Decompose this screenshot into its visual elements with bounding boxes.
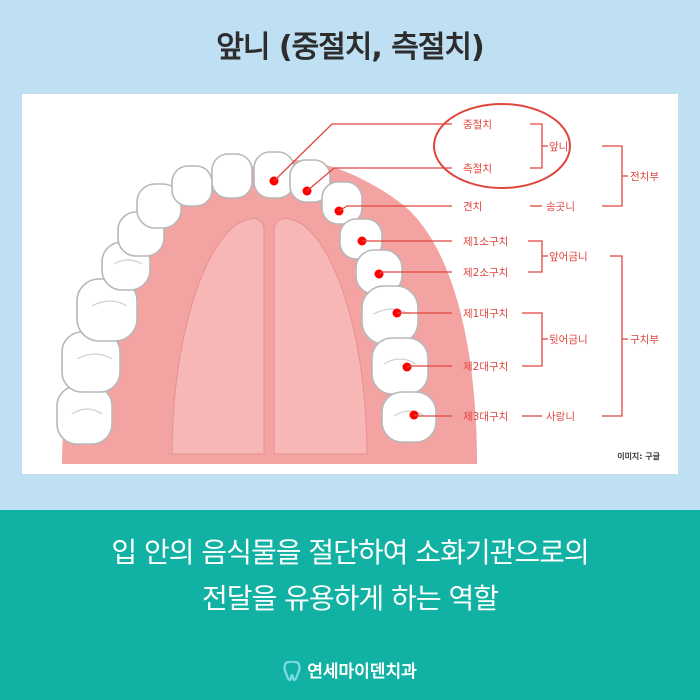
label-third-molar: 제3대구치 — [463, 411, 508, 423]
dental-arch-diagram: 중절치 측절치 견치 제1소구치 제2소구치 제1대구치 제2대구치 제3대구치 — [56, 103, 659, 464]
brand-logo: 연세마이덴치과 — [0, 657, 700, 682]
group-front-premolar: 앞어금니 — [549, 251, 588, 263]
caption-line-2: 전달을 유용하게 하는 역할 — [201, 582, 499, 615]
label-second-premolar: 제2소구치 — [463, 267, 508, 279]
palate-left — [171, 218, 265, 455]
label-first-premolar: 제1소구치 — [463, 236, 508, 248]
label-lateral-incisor: 측절치 — [463, 162, 492, 175]
footer-band — [0, 510, 700, 700]
label-central-incisor: 중절치 — [463, 118, 492, 131]
tooth-icon — [283, 661, 301, 681]
caption: 입 안의 음식물을 절단하여 소화기관으로의 전달을 유용하게 하는 역할 — [0, 530, 700, 622]
diagram-panel: 중절치 측절치 견치 제1소구치 제2소구치 제1대구치 제2대구치 제3대구치 — [22, 94, 678, 474]
label-second-molar: 제2대구치 — [463, 361, 508, 373]
group-canine: 송곳니 — [546, 201, 575, 213]
group-brackets — [522, 123, 628, 417]
label-canine: 견치 — [463, 201, 482, 213]
label-first-molar: 제1대구치 — [463, 308, 508, 320]
page-title: 앞니 (중절치, 측절치) — [216, 30, 485, 65]
leader-lines — [273, 123, 452, 417]
group-posterior: 구치부 — [630, 334, 659, 346]
palate-right — [273, 218, 368, 455]
brand-name: 연세마이덴치과 — [307, 662, 417, 682]
group-wisdom-tooth: 사랑니 — [546, 411, 575, 423]
image-credit: 이미지: 구글 — [617, 452, 660, 461]
group-anterior: 전치부 — [630, 171, 659, 183]
group-back-molar: 뒷어금니 — [549, 333, 588, 346]
incisor-highlight — [433, 103, 571, 189]
caption-line-1: 입 안의 음식물을 절단하여 소화기관으로의 — [111, 536, 589, 569]
left-teeth — [56, 153, 253, 445]
group-front-teeth: 앞니 — [549, 141, 568, 153]
